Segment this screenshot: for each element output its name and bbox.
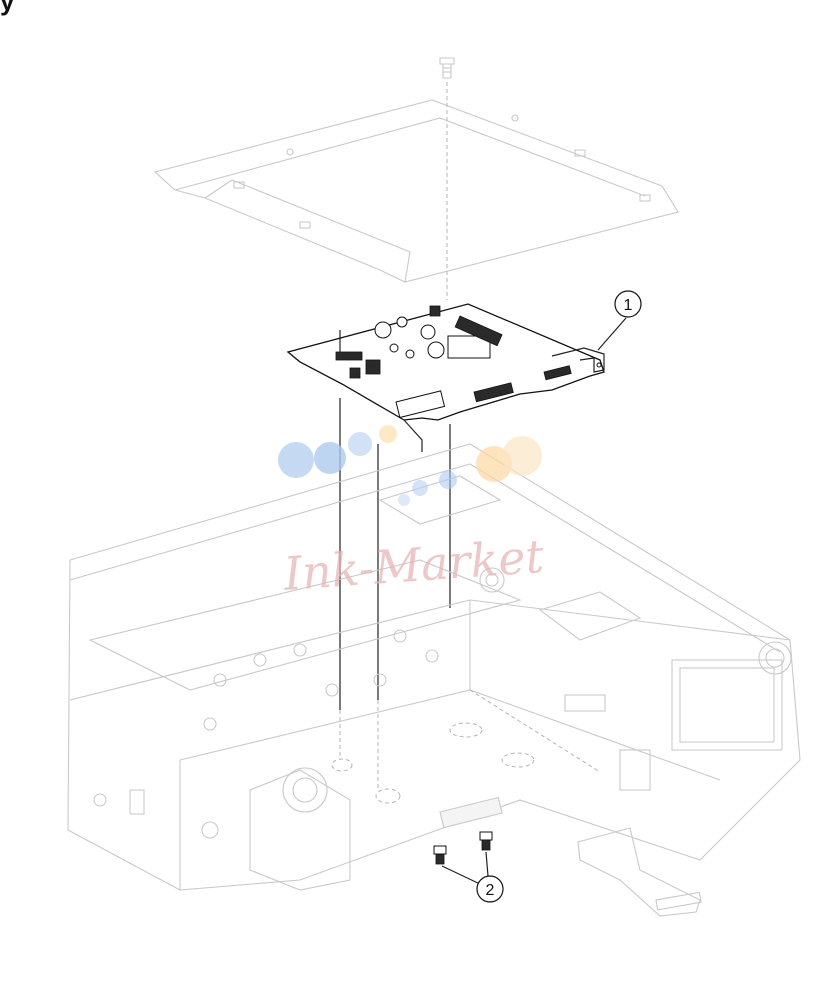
board-connector [454, 315, 503, 347]
board-chip [365, 359, 381, 375]
board-connector [543, 365, 572, 381]
capacitor [405, 349, 415, 359]
controller-board [286, 303, 605, 452]
callout-1-label: 1 [624, 297, 633, 314]
capacitor [427, 341, 445, 359]
mounting-screw [479, 831, 493, 851]
board-module [447, 335, 491, 359]
board-chip [349, 367, 361, 379]
watermark-text: Ink-Market [281, 529, 546, 601]
callout-2: 2 [441, 851, 504, 903]
board-connector [335, 351, 363, 361]
capacitor [420, 324, 436, 340]
capacitor [374, 321, 392, 339]
callout-1: 1 [597, 290, 642, 351]
board-chip [429, 305, 441, 317]
printer-frame-ghost [67, 443, 801, 917]
dashed-locators [331, 689, 601, 804]
page-heading: y [0, 0, 15, 16]
board-connector [473, 382, 514, 403]
top-cover-plate-ghost [153, 99, 679, 283]
mounting-screw [433, 845, 447, 865]
capacitor [389, 343, 399, 353]
board-bracket-tab [551, 347, 605, 373]
top-screw-ghost [439, 57, 455, 79]
watermark-logo: Ink-Market [278, 425, 546, 601]
capacitor [396, 316, 408, 328]
d-sub-connector [395, 390, 446, 419]
callout-2-label: 2 [486, 882, 495, 899]
